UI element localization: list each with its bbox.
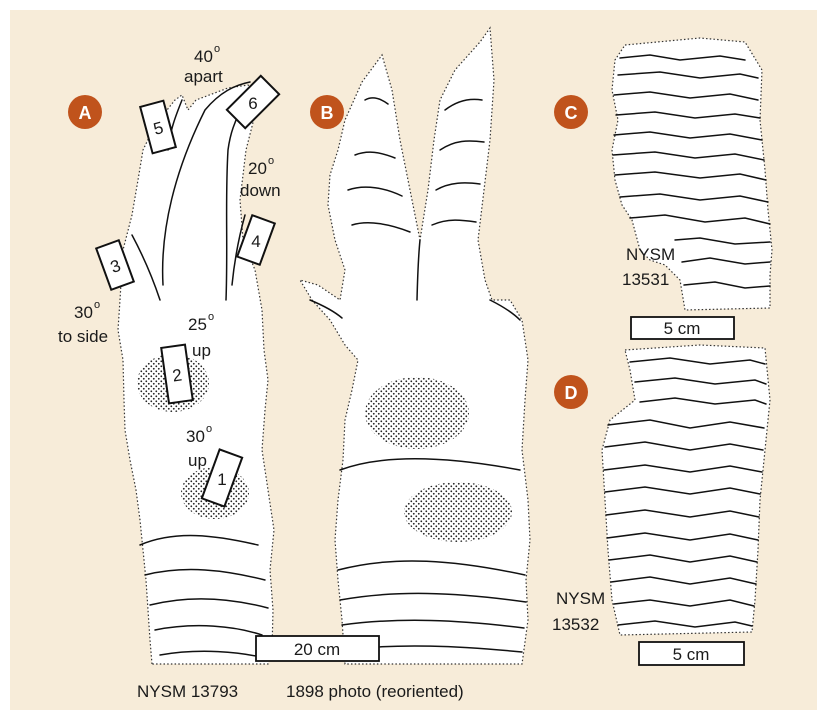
svg-text:o: o bbox=[94, 299, 100, 311]
specimen-c-label-line2: 13531 bbox=[622, 270, 669, 289]
svg-text:apart: apart bbox=[184, 67, 223, 86]
svg-text:1: 1 bbox=[217, 470, 226, 489]
panel-badge-d-label: D bbox=[565, 383, 578, 403]
annotation-20-down: 20 o down bbox=[240, 155, 281, 200]
svg-text:20 cm: 20 cm bbox=[294, 640, 340, 659]
annotation-40-apart: 40 o apart bbox=[184, 43, 223, 86]
specimen-d-label-line1: NYSM bbox=[556, 589, 605, 608]
scale-bar-d: 5 cm bbox=[639, 642, 744, 665]
svg-text:25: 25 bbox=[188, 315, 207, 334]
svg-text:down: down bbox=[240, 181, 281, 200]
svg-text:4: 4 bbox=[251, 232, 260, 251]
specimen-d: NYSM 13532 D 5 cm bbox=[552, 345, 770, 665]
svg-text:o: o bbox=[208, 311, 214, 323]
svg-text:40: 40 bbox=[194, 47, 213, 66]
stippled-patch bbox=[404, 482, 512, 542]
stippled-patch bbox=[365, 377, 469, 449]
svg-text:30: 30 bbox=[74, 303, 93, 322]
svg-text:5 cm: 5 cm bbox=[664, 319, 701, 338]
specimen-c: NYSM 13531 C 5 cm bbox=[554, 38, 772, 339]
scale-bar-c: 5 cm bbox=[631, 317, 734, 339]
specimen-a: 3 5 6 4 2 1 40 o apart 20 o bbox=[58, 43, 281, 701]
svg-text:30: 30 bbox=[186, 427, 205, 446]
annotation-30-to-side: 30 o to side bbox=[58, 299, 108, 346]
svg-text:o: o bbox=[268, 155, 274, 167]
panel-badge-a-label: A bbox=[79, 103, 92, 123]
scale-bar-20cm: 20 cm bbox=[256, 636, 379, 661]
panel-badge-b-label: B bbox=[321, 103, 334, 123]
specimen-b-caption: 1898 photo (reoriented) bbox=[286, 682, 464, 701]
svg-text:o: o bbox=[206, 423, 212, 435]
specimen-b: B 1898 photo (reoriented) bbox=[286, 28, 530, 701]
svg-text:up: up bbox=[188, 451, 207, 470]
panel-badge-c-label: C bbox=[565, 103, 578, 123]
svg-text:to side: to side bbox=[58, 327, 108, 346]
specimen-d-outline bbox=[602, 345, 770, 635]
svg-text:up: up bbox=[192, 341, 211, 360]
specimen-d-label-line2: 13532 bbox=[552, 615, 599, 634]
svg-text:6: 6 bbox=[248, 94, 257, 113]
svg-text:5 cm: 5 cm bbox=[673, 645, 710, 664]
svg-text:20: 20 bbox=[248, 159, 267, 178]
specimen-c-label-line1: NYSM bbox=[626, 245, 675, 264]
svg-text:o: o bbox=[214, 43, 220, 55]
specimen-a-caption: NYSM 13793 bbox=[137, 682, 238, 701]
